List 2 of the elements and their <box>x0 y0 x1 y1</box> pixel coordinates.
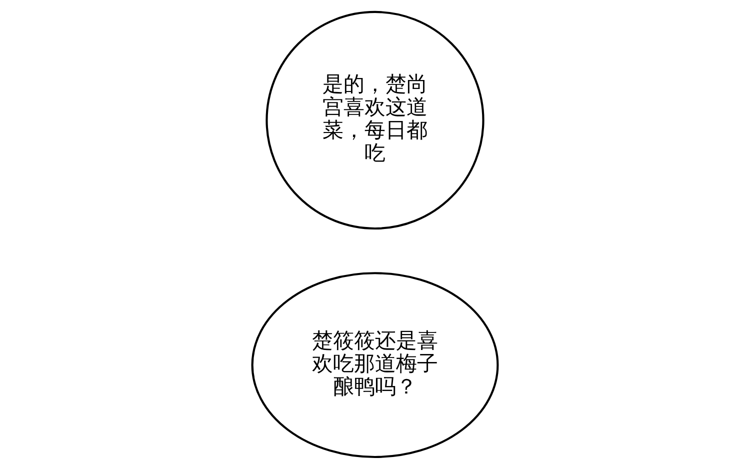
node-ellipse: 楚筱筱还是喜欢吃那道梅子酿鸭吗？ <box>251 272 499 458</box>
node-circle: 是的，楚尚宫喜欢这道菜，每日都吃 <box>266 10 484 230</box>
